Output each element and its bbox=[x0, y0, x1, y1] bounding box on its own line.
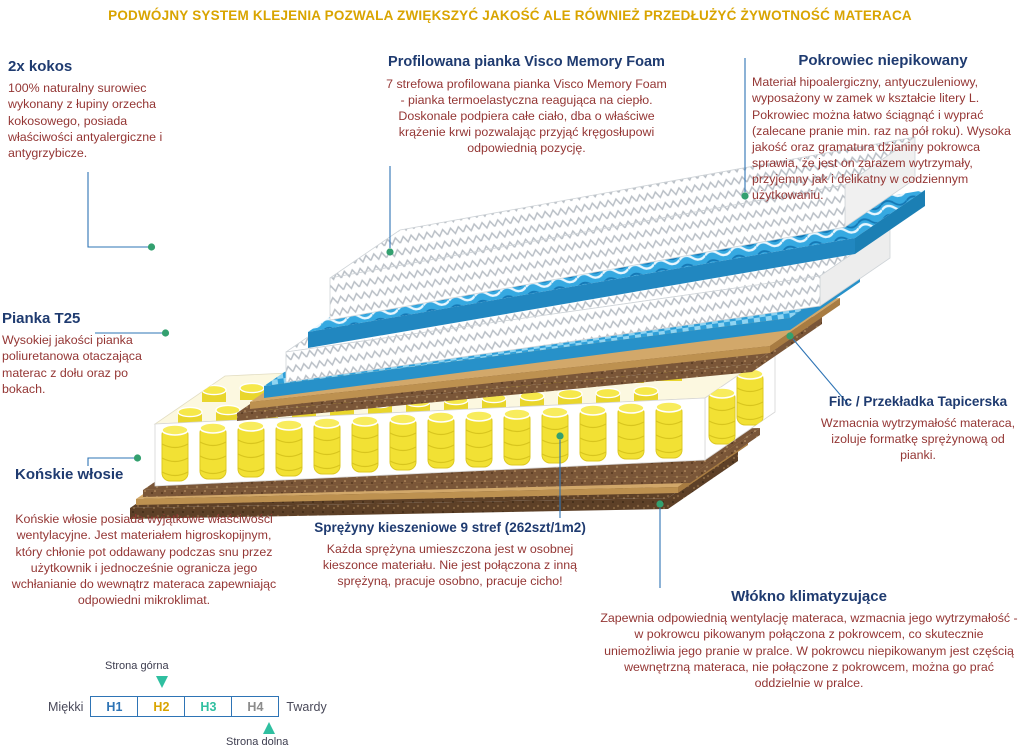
hard-label: Twardy bbox=[286, 699, 327, 714]
annotation-konskie-body: Końskie włosie posiada wyjątkowe właściw… bbox=[11, 512, 277, 607]
annotation-konskie: Końskie włosie Końskie włosie posiada wy… bbox=[8, 466, 280, 608]
level-h1-label: H1 bbox=[106, 699, 123, 714]
soft-label: Miękki bbox=[48, 699, 84, 714]
annotation-pokrowiec: Pokrowiec niepikowany Materiał hipoalerg… bbox=[752, 52, 1014, 203]
arrow-down-icon bbox=[156, 676, 168, 688]
leader-dot bbox=[386, 248, 394, 256]
top-side-label: Strona górna bbox=[105, 660, 169, 672]
page-title: PODWÓJNY SYSTEM KLEJENIA POZWALA ZWIĘKSZ… bbox=[108, 8, 912, 23]
leader-dot bbox=[741, 192, 749, 200]
leader-dot bbox=[133, 454, 142, 462]
leader-dot bbox=[656, 500, 664, 508]
leader-lines bbox=[87, 58, 849, 588]
level-h2-label: H2 bbox=[153, 699, 170, 714]
leader-kokos bbox=[87, 172, 148, 248]
annotation-pianka-title: Pianka T25 bbox=[2, 310, 81, 327]
leader-dot bbox=[161, 329, 170, 337]
leader-dots bbox=[133, 192, 794, 508]
annotation-kokos-body: 100% naturalny surowiec wykonany z łupin… bbox=[8, 81, 163, 160]
annotation-pianka: Pianka T25 Wysokiej jakości pianka poliu… bbox=[2, 310, 154, 397]
annotation-konskie-title: Końskie włosie bbox=[15, 466, 124, 483]
leader-konskie bbox=[87, 457, 134, 466]
annotation-pianka-body: Wysokiej jakości pianka poliuretanowa ot… bbox=[2, 333, 142, 396]
annotation-sprezyny-body: Każda sprężyna umieszczona jest w osobne… bbox=[322, 541, 578, 588]
level-box-h1: H1 bbox=[90, 696, 139, 717]
bottom-side-label: Strona dolna bbox=[226, 736, 289, 748]
cover-layer bbox=[329, 136, 916, 321]
firmness-scale: Strona górna Miękki H1 H2 H3 H4 Twardy S… bbox=[48, 660, 378, 748]
leader-dot bbox=[147, 243, 156, 251]
annotation-wlokno: Włókno klimatyzujące Zapewnia odpowiedni… bbox=[600, 588, 1018, 691]
annotation-visco-title: Profilowana pianka Visco Memory Foam bbox=[388, 54, 665, 70]
leader-filc bbox=[792, 338, 849, 405]
arrow-up-icon bbox=[263, 722, 275, 734]
annotation-pokrowiec-body: Materiał hipoalergiczny, antyuczuleniowy… bbox=[752, 75, 1011, 203]
level-h3-label: H3 bbox=[200, 699, 217, 714]
annotation-wlokno-body: Zapewnia odpowiednią wentylację materaca… bbox=[600, 611, 1018, 690]
annotation-visco-body: 7 strefowa profilowana pianka Visco Memo… bbox=[386, 76, 667, 156]
annotation-filc-title: Filc / Przekładka Tapicerska bbox=[828, 394, 1008, 409]
annotation-wlokno-title: Włókno klimatyzujące bbox=[731, 588, 887, 605]
leader-dot bbox=[786, 332, 794, 340]
level-box-h4: H4 bbox=[231, 696, 280, 717]
annotation-sprezyny-title: Sprężyny kieszeniowe 9 stref (262szt/1m2… bbox=[314, 520, 586, 535]
annotation-filc-body: Wzmacnia wytrzymałość materaca, izoluje … bbox=[820, 415, 1016, 462]
level-box-h3: H3 bbox=[184, 696, 233, 717]
firmness-levels-row: Miękki H1 H2 H3 H4 Twardy bbox=[48, 696, 327, 717]
annotation-visco: Profilowana pianka Visco Memory Foam 7 s… bbox=[383, 54, 670, 156]
annotation-sprezyny: Sprężyny kieszeniowe 9 stref (262szt/1m2… bbox=[295, 520, 605, 589]
annotation-kokos: 2x kokos 100% naturalny surowiec wykonan… bbox=[8, 58, 170, 161]
annotation-kokos-title: 2x kokos bbox=[8, 58, 73, 75]
annotation-pokrowiec-title: Pokrowiec niepikowany bbox=[798, 52, 968, 69]
level-box-h2: H2 bbox=[137, 696, 186, 717]
level-h4-label: H4 bbox=[247, 699, 264, 714]
leader-dot bbox=[556, 432, 564, 440]
annotation-filc: Filc / Przekładka Tapicerska Wzmacnia wy… bbox=[818, 394, 1018, 463]
